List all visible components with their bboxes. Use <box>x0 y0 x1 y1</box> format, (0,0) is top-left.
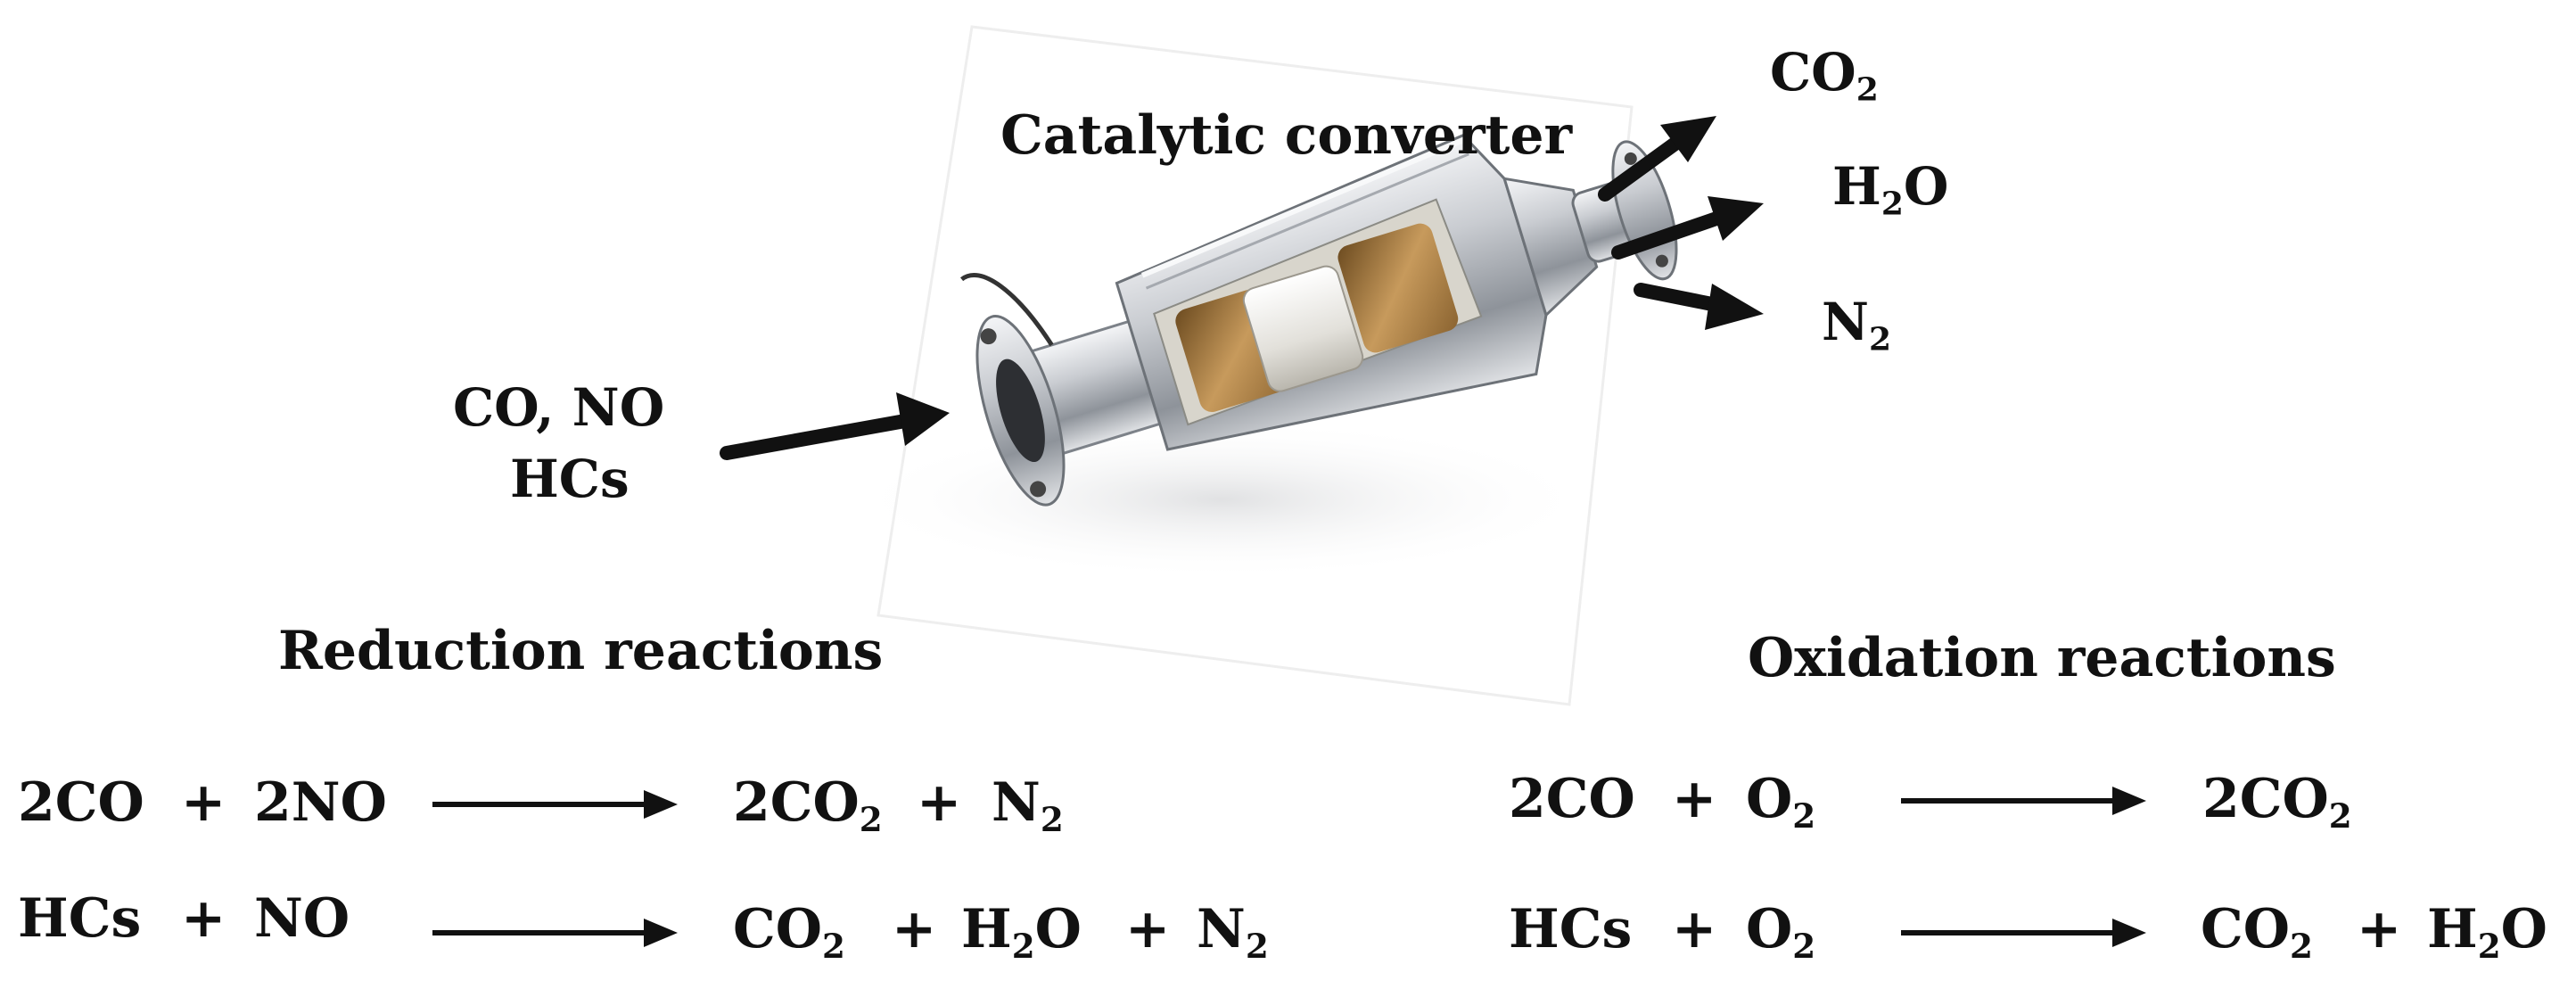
reduction-eq2-product2: H2O <box>961 898 1082 966</box>
reduction-eq2-plus2: + <box>892 898 937 960</box>
reduction-eq2-product3: N2 <box>1197 898 1269 966</box>
reaction-arrow-icon <box>1901 787 2146 815</box>
reduction-heading: Reduction reactions <box>278 620 884 682</box>
reduction-eq1-plus2: + <box>917 771 962 834</box>
oxidation-eq1-product1: 2CO2 <box>2202 768 2352 836</box>
oxidation-eq2-reactant1: HCs <box>1509 898 1633 960</box>
output-co2-label: CO2 <box>1770 42 1879 109</box>
reduction-eq2-reactant2: NO <box>254 887 350 950</box>
output-arrow-n2-icon <box>1634 283 1764 330</box>
oxidation-eq2-product1: CO2 <box>2201 898 2313 966</box>
output-h2o-label: H2O <box>1832 156 1949 223</box>
reduction-eq1-plus: + <box>181 771 226 834</box>
oxidation-eq2-plus: + <box>1672 898 1717 960</box>
oxidation-eq2-reactant2: O2 <box>1746 898 1816 966</box>
input-gases-line2: HCs <box>510 449 630 509</box>
input-arrow-icon <box>720 392 950 460</box>
reduction-eq2-plus3: + <box>1125 898 1171 960</box>
converter-title: Catalytic converter <box>1000 104 1573 167</box>
oxidation-eq2-plus2: + <box>2357 898 2402 960</box>
reduction-eq2-product1: CO2 <box>733 898 845 966</box>
reduction-eq2-plus: + <box>181 887 226 950</box>
reaction-arrow-icon <box>432 790 678 819</box>
reduction-eq1-product1: 2CO2 <box>733 771 883 839</box>
reduction-eq1-reactant2: 2NO <box>254 771 387 834</box>
output-arrow-h2o-icon <box>1611 196 1764 260</box>
input-gases-line1: CO, NO <box>453 377 665 438</box>
output-n2-label: N2 <box>1822 292 1892 359</box>
oxidation-eq1-reactant2: O2 <box>1746 768 1816 836</box>
catalytic-converter-illustration <box>847 133 1678 580</box>
oxidation-eq2-product2: H2O <box>2427 898 2547 966</box>
oxidation-eq1-reactant1: 2CO <box>1509 768 1635 830</box>
reduction-eq1-product2: N2 <box>992 771 1064 839</box>
output-arrow-co2-icon <box>1598 116 1716 202</box>
oxidation-eq1-plus: + <box>1672 768 1717 830</box>
reaction-arrow-icon <box>1901 919 2146 947</box>
reaction-arrow-icon <box>432 919 678 947</box>
reduction-eq1-reactant1: 2CO <box>18 771 144 834</box>
reduction-eq2-reactant1: HCs <box>18 887 142 950</box>
oxidation-heading: Oxidation reactions <box>1748 627 2336 689</box>
